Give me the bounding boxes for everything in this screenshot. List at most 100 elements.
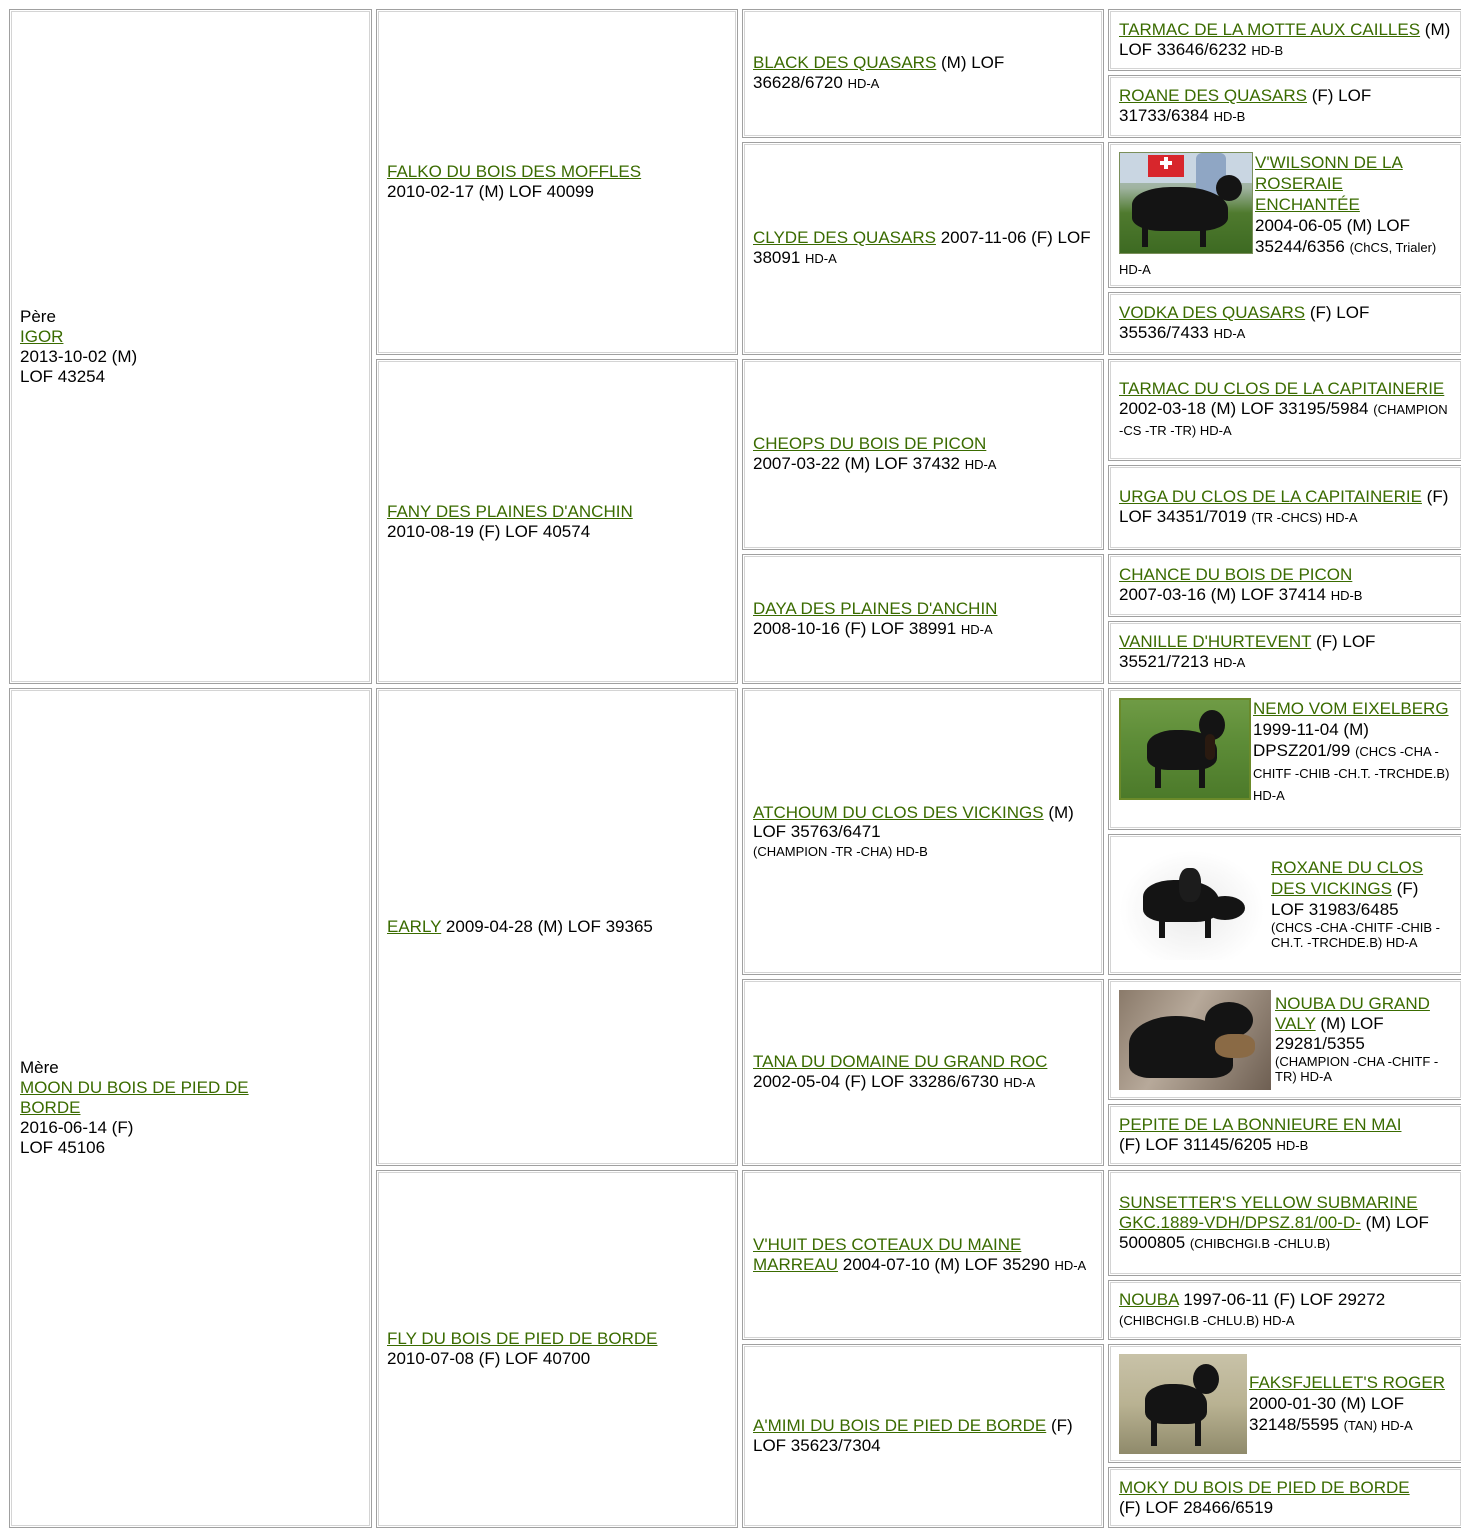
- ancestor-hd: (CHCS -CHA -CHITF -CHIB -CH.T. -TRCHDE.B…: [1271, 920, 1440, 950]
- ancestor-link[interactable]: V'HUIT DES COTEAUX DU MAINE MARREAU: [753, 1234, 1022, 1274]
- ancestor-link[interactable]: BLACK DES QUASARS: [753, 53, 937, 72]
- ancestor-details: 1997-06-11 (F) LOF 29272: [1183, 1290, 1386, 1309]
- ancestor-link[interactable]: DAYA DES PLAINES D'ANCHIN: [753, 598, 998, 618]
- ancestor-link[interactable]: CLYDE DES QUASARS: [753, 228, 936, 247]
- ancestor-link[interactable]: CHANCE DU BOIS DE PICON: [1119, 565, 1353, 584]
- ancestor-cell-g3-1: CLYDE DES QUASARS 2007-11-06 (F) LOF 380…: [742, 142, 1104, 355]
- ancestor-cell-g3-5: TANA DU DOMAINE DU GRAND ROC 2002-05-04 …: [742, 979, 1104, 1166]
- ancestor-hd: (CHAMPION -CHA -CHITF -TR) HD-A: [1275, 1053, 1439, 1084]
- ancestor-cell-g4-15: MOKY DU BOIS DE PIED DE BORDE(F) LOF 284…: [1108, 1467, 1461, 1528]
- ancestor-details: (F) LOF 31145/6205: [1119, 1134, 1272, 1154]
- ancestor-link[interactable]: ATCHOUM DU CLOS DES VICKINGS: [753, 803, 1044, 822]
- ancestor-hd: (CHAMPION -CS -TR -TR) HD-A: [1119, 402, 1448, 438]
- ancestor-hd: (CHCS -CHA -CHITF -CHIB -CH.T. -TRCHDE.B…: [1253, 744, 1450, 803]
- ancestor-link[interactable]: EARLY: [387, 917, 442, 936]
- ancestor-cell-g4-11: PEPITE DE LA BONNIEURE EN MAI(F) LOF 311…: [1108, 1104, 1461, 1166]
- ancestor-cell-g4-0: TARMAC DE LA MOTTE AUX CAILLES (M) LOF 3…: [1108, 9, 1461, 71]
- ancestor-link[interactable]: FALKO DU BOIS DES MOFFLES: [387, 162, 642, 181]
- ancestor-link[interactable]: SUNSETTER'S YELLOW SUBMARINE GKC.1889-VD…: [1119, 1192, 1418, 1232]
- ancestor-link[interactable]: FANY DES PLAINES D'ANCHIN: [387, 501, 633, 521]
- ancestor-hd: HD-B: [1276, 1137, 1309, 1153]
- ancestor-details: (M) LOF 5000805: [1119, 1212, 1429, 1252]
- ancestor-link[interactable]: PEPITE DE LA BONNIEURE EN MAI: [1119, 1114, 1402, 1134]
- ancestor-link[interactable]: MOKY DU BOIS DE PIED DE BORDE: [1119, 1477, 1410, 1497]
- ancestor-hd: HD-A: [805, 251, 837, 266]
- ancestor-link[interactable]: NOUBA: [1119, 1290, 1179, 1309]
- ancestor-hd: HD-A: [1213, 326, 1246, 341]
- sire-role: Père: [20, 306, 56, 326]
- sire-link[interactable]: IGOR: [20, 326, 64, 346]
- ancestor-cell-g4-5: URGA DU CLOS DE LA CAPITAINERIE (F) LOF …: [1108, 465, 1461, 550]
- ancestor-hd: HD-A: [1054, 1257, 1087, 1273]
- ancestor-cell-g4-3: VODKA DES QUASARS (F) LOF 35536/7433 HD-…: [1108, 292, 1461, 355]
- ancestor-details: 1999-11-04 (M) DPSZ201/99: [1253, 720, 1369, 760]
- ancestor-link[interactable]: TARMAC DE LA MOTTE AUX CAILLES: [1119, 19, 1421, 39]
- ancestor-hd: HD-B: [1251, 42, 1284, 58]
- ancestor-details: 2007-03-22 (M) LOF 37432: [753, 454, 960, 473]
- dog-photo[interactable]: [1119, 1353, 1247, 1454]
- dog-photo[interactable]: [1119, 152, 1253, 254]
- ancestor-details: 2010-08-19 (F) LOF 40574: [387, 521, 591, 541]
- dam-registry: LOF 45106: [20, 1138, 106, 1157]
- ancestor-details: (F) LOF 35623/7304: [753, 1416, 1073, 1455]
- ancestor-details: (F) LOF 34351/7019: [1119, 487, 1449, 526]
- ancestor-cell-g4-7: VANILLE D'HURTEVENT (F) LOF 35521/7213 H…: [1108, 621, 1461, 684]
- dam-birth: 2016-06-14 (F): [20, 1118, 134, 1137]
- ancestor-link[interactable]: FLY DU BOIS DE PIED DE BORDE: [387, 1329, 658, 1348]
- ancestor-link[interactable]: V'WILSONN DE LA ROSERAIE ENCHANTÉE: [1255, 153, 1403, 214]
- ancestor-link[interactable]: URGA DU CLOS DE LA CAPITAINERIE: [1119, 487, 1422, 506]
- ancestor-details: 2007-11-06 (F) LOF 38091: [753, 228, 1091, 267]
- ancestor-link[interactable]: A'MIMI DU BOIS DE PIED DE BORDE: [753, 1416, 1047, 1435]
- dog-photo[interactable]: [1119, 849, 1265, 960]
- ancestor-details: (F) LOF 31733/6384: [1119, 86, 1372, 125]
- ancestor-details: 2000-01-30 (M) LOF 32148/5595: [1249, 1393, 1404, 1434]
- ancestor-hd: (CHAMPION -TR -CHA) HD-B: [753, 844, 928, 859]
- ancestor-details: 2010-02-17 (M) LOF 40099: [387, 182, 594, 201]
- ancestor-link[interactable]: TARMAC DU CLOS DE LA CAPITAINERIE: [1119, 379, 1445, 398]
- ancestor-cell-g4-10: NOUBA DU GRAND VALY (M) LOF 29281/5355(C…: [1108, 979, 1461, 1100]
- ancestor-cell-g2-2: EARLY 2009-04-28 (M) LOF 39365: [376, 688, 738, 1166]
- ancestor-details: 2002-03-18 (M) LOF 33195/5984: [1119, 399, 1369, 418]
- ancestor-link[interactable]: NOUBA DU GRAND VALY: [1275, 993, 1430, 1033]
- dog-photo[interactable]: [1119, 698, 1251, 800]
- ancestor-details: 2007-03-16 (M) LOF 37414: [1119, 585, 1326, 604]
- ancestor-link[interactable]: NEMO VOM EIXELBERG: [1253, 699, 1449, 718]
- ancestor-hd: (ChCS, Trialer) HD-A: [1119, 240, 1437, 277]
- ancestor-cell-g4-4: TARMAC DU CLOS DE LA CAPITAINERIE 2002-0…: [1108, 359, 1461, 461]
- dam-cell: Mère MOON DU BOIS DE PIED DE BORDE 2016-…: [9, 688, 372, 1528]
- ancestor-hd: HD-A: [1213, 655, 1246, 670]
- dog-photo[interactable]: [1119, 989, 1271, 1090]
- ancestor-hd: (CHIBCHGI.B -CHLU.B): [1189, 1235, 1331, 1251]
- ancestor-link[interactable]: CHEOPS DU BOIS DE PICON: [753, 434, 987, 453]
- ancestor-cell-g3-4: ATCHOUM DU CLOS DES VICKINGS (M) LOF 357…: [742, 688, 1104, 975]
- ancestor-cell-g4-1: ROANE DES QUASARS (F) LOF 31733/6384 HD-…: [1108, 75, 1461, 138]
- dam-role: Mère: [20, 1058, 59, 1077]
- ancestor-hd: HD-A: [964, 457, 997, 472]
- ancestor-link[interactable]: ROXANE DU CLOS DES VICKINGS: [1271, 858, 1424, 898]
- ancestor-link[interactable]: VODKA DES QUASARS: [1119, 303, 1306, 322]
- ancestor-cell-g4-12: SUNSETTER'S YELLOW SUBMARINE GKC.1889-VD…: [1108, 1170, 1461, 1276]
- ancestor-details: 2009-04-28 (M) LOF 39365: [445, 917, 653, 936]
- ancestor-details: 2010-07-08 (F) LOF 40700: [387, 1349, 591, 1368]
- ancestor-link[interactable]: TANA DU DOMAINE DU GRAND ROC: [753, 1052, 1048, 1071]
- ancestor-details: 2002-05-04 (F) LOF 33286/6730: [753, 1072, 999, 1091]
- ancestor-details: (M) LOF 29281/5355: [1275, 1013, 1384, 1053]
- ancestor-details: (F) LOF 31983/6485: [1271, 879, 1419, 919]
- ancestor-link[interactable]: ROANE DES QUASARS: [1119, 86, 1307, 105]
- ancestor-hd: (CHIBCHGI.B -CHLU.B) HD-A: [1119, 1313, 1295, 1328]
- ancestor-cell-g4-13: NOUBA 1997-06-11 (F) LOF 29272 (CHIBCHGI.…: [1108, 1280, 1461, 1340]
- ancestor-cell-g4-14: FAKSFJELLET'S ROGER 2000-01-30 (M) LOF 3…: [1108, 1344, 1461, 1463]
- ancestor-link[interactable]: FAKSFJELLET'S ROGER: [1249, 1372, 1445, 1392]
- ancestor-details: (F) LOF 28466/6519: [1119, 1497, 1274, 1517]
- dam-link[interactable]: MOON DU BOIS DE PIED DE BORDE: [20, 1078, 249, 1117]
- sire-birth: 2013-10-02 (M): [20, 346, 138, 366]
- ancestor-details: (M) LOF 35763/6471: [753, 803, 1074, 841]
- ancestor-link[interactable]: VANILLE D'HURTEVENT: [1119, 632, 1312, 651]
- ancestor-hd: HD-A: [1003, 1075, 1036, 1090]
